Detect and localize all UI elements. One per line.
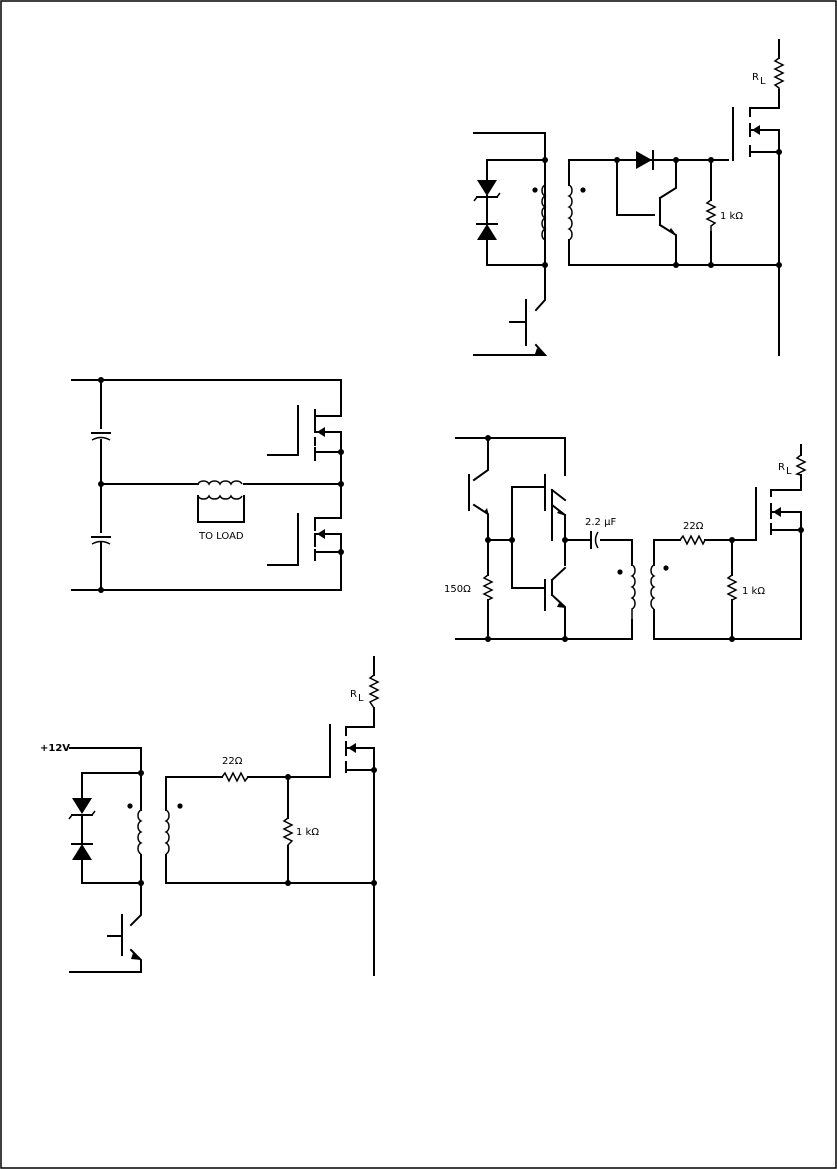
label-12v: +12V: [40, 743, 70, 754]
capacitor-icons: [92, 433, 598, 548]
label-rl-top-sub: L: [760, 76, 766, 87]
diode-icons: [69, 151, 653, 860]
label-rl-mid-sub: L: [786, 466, 792, 477]
resistor-icons: [222, 58, 805, 846]
label-1k-bot: 1 kΩ: [296, 827, 319, 838]
label-2-2uf: 2.2 μF: [585, 517, 616, 528]
junction-dots: [98, 149, 804, 886]
label-22-mid: 22Ω: [683, 521, 704, 532]
transistor-arrow-icons: [131, 198, 677, 960]
label-22-bot: 22Ω: [222, 756, 243, 767]
circuit-d-bottom-left: [70, 657, 374, 975]
circuit-a-top-right: [474, 40, 779, 355]
circuit-b-left: [72, 380, 341, 590]
circuit-c-middle-right: [456, 438, 801, 639]
label-150: 150Ω: [444, 584, 471, 595]
label-rl-top: R: [752, 72, 759, 83]
polarity-dots: [127, 187, 668, 808]
label-1k-top: 1 kΩ: [720, 211, 743, 222]
coil-icons: [138, 185, 654, 854]
label-rl-mid: R: [778, 462, 785, 473]
mosfet-icons: [317, 108, 781, 772]
label-rl-bot-sub: L: [358, 693, 364, 704]
label-to-load: TO LOAD: [198, 531, 244, 542]
label-1k-mid: 1 kΩ: [742, 586, 765, 597]
label-rl-bot: R: [350, 689, 357, 700]
component-labels: R L 1 kΩ TO LOAD 2.2 μF 22Ω 150Ω 1 kΩ R …: [40, 72, 792, 838]
